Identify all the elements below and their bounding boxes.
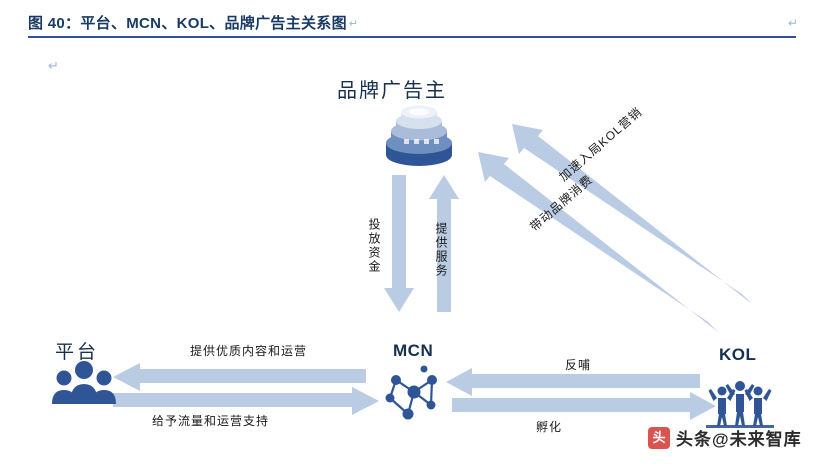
arrow-diagonal-top-icon: [478, 152, 718, 332]
watermark-logo-icon: 头: [648, 426, 670, 449]
arrow-label-content: 提供优质内容和运营: [190, 344, 308, 358]
paragraph-mark-top-right-icon: ↵: [788, 16, 799, 30]
arrow-label-feedback: 反哺: [565, 358, 592, 372]
people-group-icon: [52, 361, 116, 404]
node-label-mcn: MCN: [393, 341, 434, 360]
watermark: 头 头条@未来智库: [648, 425, 802, 450]
arrow-label-diagonal-top: 加速入局KOL营销: [556, 104, 645, 185]
figure-title: 图 40：平台、MCN、KOL、品牌广告主关系图 ↵: [28, 12, 796, 33]
title-underline: [28, 36, 796, 38]
coins-stack-icon: [386, 105, 452, 166]
node-label-platform: 平台: [55, 342, 100, 363]
arrow-label-fund: 投放资金: [367, 218, 381, 274]
node-label-brand: 品牌广告主: [337, 80, 447, 102]
arrow-incubate-icon: [452, 392, 716, 420]
arrow-label-incubate: 孵化: [536, 420, 563, 434]
arrow-label-diagonal-bottom: 带动品牌消费: [527, 172, 596, 235]
crowd-people-icon: [706, 381, 774, 428]
network-nodes-icon: [385, 365, 437, 420]
paragraph-mark-icon: ↵: [348, 18, 359, 30]
node-label-kol: KOL: [719, 345, 757, 364]
paragraph-mark-left-icon: ↵: [48, 58, 59, 73]
watermark-text: 头条@未来智库: [676, 430, 802, 449]
arrow-traffic-icon: [113, 387, 379, 415]
arrow-content-icon: [113, 363, 366, 391]
arrow-label-service: 提供服务: [434, 222, 448, 278]
arrow-fund-icon: [384, 175, 414, 312]
arrow-label-traffic: 给予流量和运营支持: [152, 414, 270, 428]
figure-title-text: 图 40：平台、MCN、KOL、品牌广告主关系图: [28, 15, 347, 32]
